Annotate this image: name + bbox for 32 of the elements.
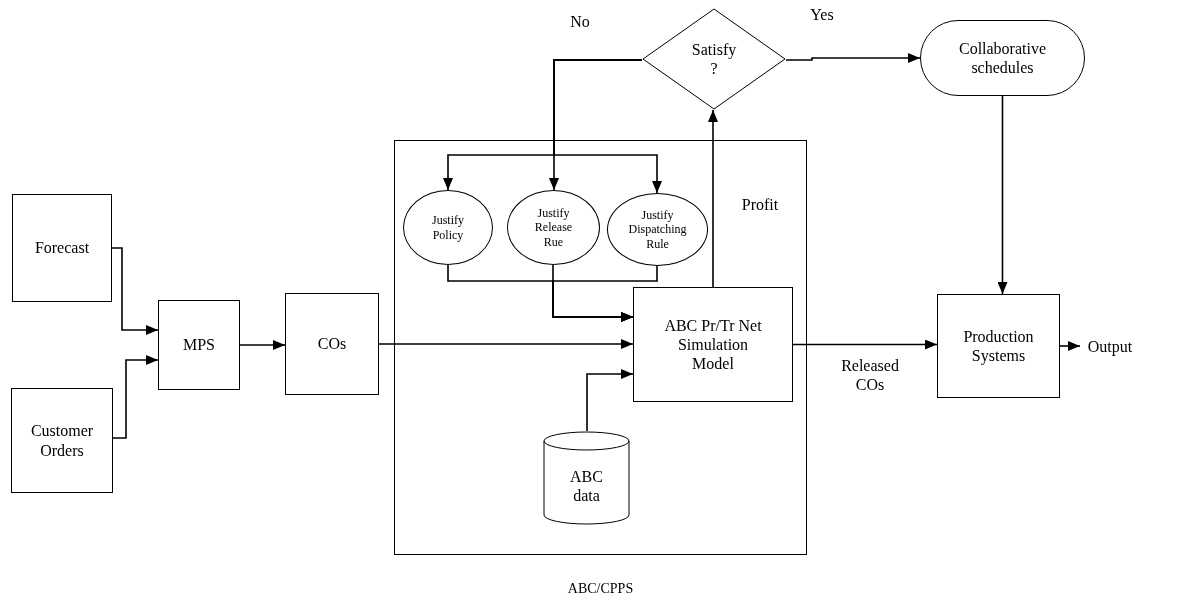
node-text: Justify Release Rue <box>533 205 574 250</box>
arrow <box>785 53 921 63</box>
process-box <box>11 388 113 493</box>
node-text: Customer Orders <box>29 421 95 460</box>
node-text: COs <box>317 334 347 354</box>
node-text: Production Systems <box>962 326 1035 366</box>
arrow <box>997 95 1008 295</box>
process-box <box>937 294 1060 398</box>
arrow <box>552 265 658 322</box>
node-text: Satisfy ? <box>690 39 738 79</box>
arrow <box>708 109 718 288</box>
arrow <box>792 339 938 350</box>
arrow <box>239 340 286 350</box>
node-text: Justify Policy <box>431 213 465 242</box>
arrow <box>553 59 662 194</box>
node-text: Justify Dispatching Rule <box>627 207 688 252</box>
arrow <box>378 339 634 349</box>
process-box <box>12 194 112 302</box>
output-label: Output <box>1087 337 1133 357</box>
arrow <box>111 247 159 335</box>
node-text: Forecast <box>34 238 90 258</box>
node-text: ABC Pr/Tr Net Simulation Model <box>663 315 763 374</box>
node-text: Collaborative schedules <box>957 38 1048 78</box>
process-box <box>285 293 379 395</box>
process-box <box>158 300 240 390</box>
node-text: ABC data <box>569 466 604 506</box>
node-text: MPS <box>183 335 215 355</box>
arrow <box>586 369 634 432</box>
arrow <box>1059 341 1081 351</box>
arrow <box>112 355 159 439</box>
group-caption: ABC/CPPS <box>567 580 634 598</box>
process-box <box>633 287 793 402</box>
